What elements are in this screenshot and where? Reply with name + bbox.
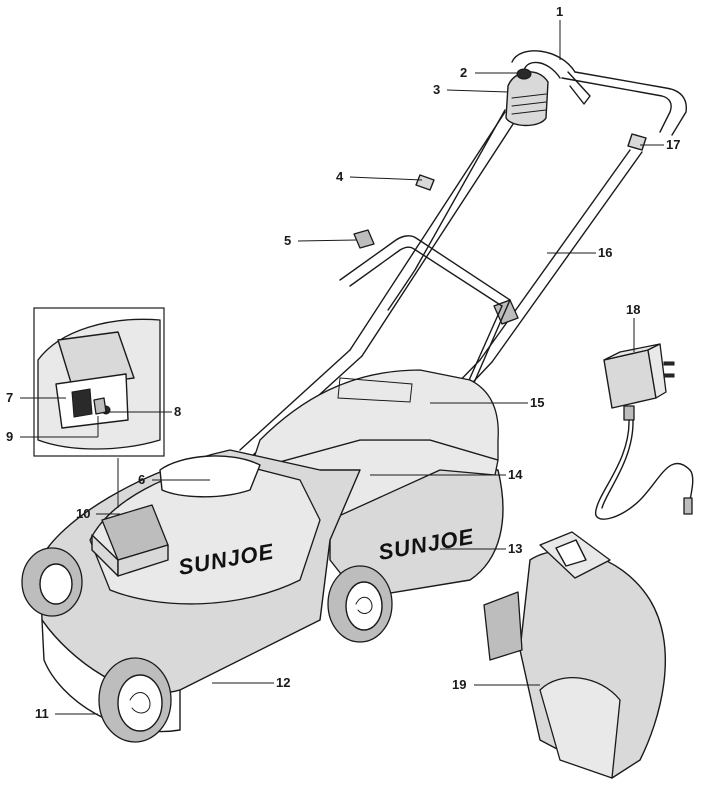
callout-1: 1 xyxy=(556,4,563,19)
callout-17: 17 xyxy=(666,137,680,152)
callout-16: 16 xyxy=(598,245,612,260)
handle-assembly xyxy=(239,50,687,527)
callout-6: 6 xyxy=(138,472,145,487)
callout-12: 12 xyxy=(276,675,290,690)
callout-2: 2 xyxy=(460,65,467,80)
callout-15: 15 xyxy=(530,395,544,410)
battery-socket-inset xyxy=(33,307,165,457)
charger xyxy=(595,343,694,520)
callout-7: 7 xyxy=(6,390,13,405)
callout-18: 18 xyxy=(626,302,640,317)
leader-lines xyxy=(20,20,664,715)
callout-9: 9 xyxy=(6,429,13,444)
grass-bag-detached xyxy=(483,531,666,779)
callout-11: 11 xyxy=(35,706,49,721)
callout-10: 10 xyxy=(76,506,90,521)
callout-numbers: 1 2 3 4 5 6 7 8 9 10 11 12 13 14 15 16 1… xyxy=(6,4,680,721)
callout-14: 14 xyxy=(508,467,523,482)
callout-8: 8 xyxy=(174,404,181,419)
mower-body xyxy=(21,369,504,743)
callout-13: 13 xyxy=(508,541,522,556)
callout-3: 3 xyxy=(433,82,440,97)
callout-5: 5 xyxy=(284,233,291,248)
callout-4: 4 xyxy=(336,169,344,184)
callout-19: 19 xyxy=(452,677,466,692)
